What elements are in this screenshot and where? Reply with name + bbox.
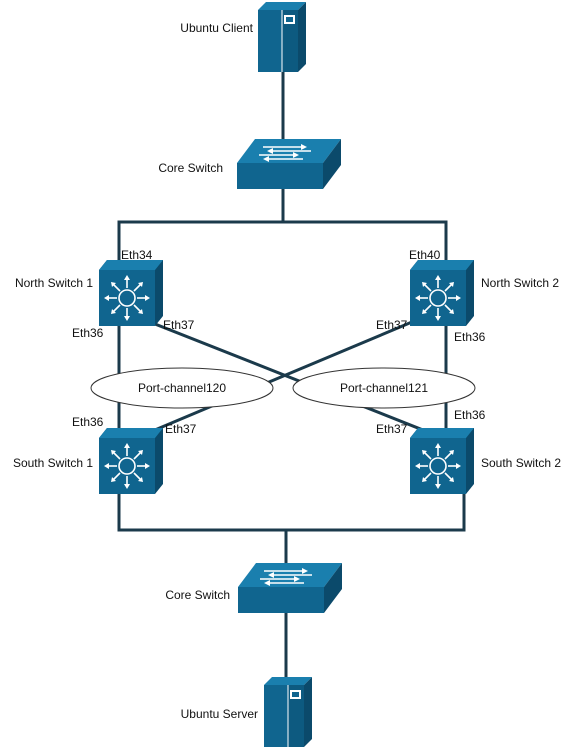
port-label-ns2-eth40: Eth40 bbox=[409, 248, 441, 262]
ubuntu-server-label: Ubuntu Server bbox=[181, 707, 258, 721]
port-label-ss2-eth36: Eth36 bbox=[454, 408, 486, 422]
port-channel-121-label: Port-channel121 bbox=[340, 381, 428, 395]
port-channel-120: Port-channel120 bbox=[90, 367, 274, 409]
workgroup-switch-icon bbox=[237, 562, 343, 614]
multilayer-switch-icon bbox=[98, 259, 164, 327]
north-switch-1[interactable]: North Switch 1 bbox=[15, 259, 164, 327]
core-switch-top[interactable]: Core Switch bbox=[158, 138, 342, 190]
north-switch-1-label: North Switch 1 bbox=[15, 276, 93, 290]
multilayer-switch-icon bbox=[409, 259, 475, 327]
south-switch-1[interactable]: South Switch 1 bbox=[13, 427, 164, 495]
port-label-ns2-eth37: Eth37 bbox=[376, 318, 408, 332]
ubuntu-server[interactable]: Ubuntu Server bbox=[181, 676, 313, 748]
port-label-ss1-eth37: Eth37 bbox=[165, 422, 197, 436]
port-labels: Eth34 Eth36 Eth37 Eth40 Eth37 Eth36 Eth3… bbox=[72, 248, 486, 436]
workgroup-switch-icon bbox=[236, 138, 342, 190]
port-channel-120-label: Port-channel120 bbox=[138, 381, 226, 395]
port-label-ns1-eth36: Eth36 bbox=[72, 326, 104, 340]
ubuntu-client-label: Ubuntu Client bbox=[180, 21, 253, 35]
south-switch-2-label: South Switch 2 bbox=[481, 456, 561, 470]
south-switch-2[interactable]: South Switch 2 bbox=[409, 427, 561, 495]
north-switch-2[interactable]: North Switch 2 bbox=[409, 259, 559, 327]
server-tower-icon bbox=[263, 676, 313, 748]
port-label-ss2-eth37: Eth37 bbox=[376, 422, 408, 436]
port-label-ss1-eth36: Eth36 bbox=[72, 415, 104, 429]
multilayer-switch-icon bbox=[409, 427, 475, 495]
core-switch-bottom-label: Core Switch bbox=[165, 588, 230, 602]
ubuntu-client[interactable]: Ubuntu Client bbox=[180, 1, 307, 73]
south-switch-1-label: South Switch 1 bbox=[13, 456, 93, 470]
link-ns1-to-ss2-cross bbox=[148, 320, 430, 434]
port-label-ns2-eth36: Eth36 bbox=[454, 330, 486, 344]
server-tower-icon bbox=[257, 1, 307, 73]
multilayer-switch-icon bbox=[98, 427, 164, 495]
port-channel-121: Port-channel121 bbox=[292, 367, 476, 409]
core-switch-bottom[interactable]: Core Switch bbox=[165, 562, 343, 614]
link-ns2-to-ss1-cross bbox=[148, 320, 414, 434]
core-switch-top-label: Core Switch bbox=[158, 161, 223, 175]
port-label-ns1-eth34: Eth34 bbox=[121, 248, 153, 262]
north-switch-2-label: North Switch 2 bbox=[481, 276, 559, 290]
port-label-ns1-eth37: Eth37 bbox=[163, 318, 195, 332]
